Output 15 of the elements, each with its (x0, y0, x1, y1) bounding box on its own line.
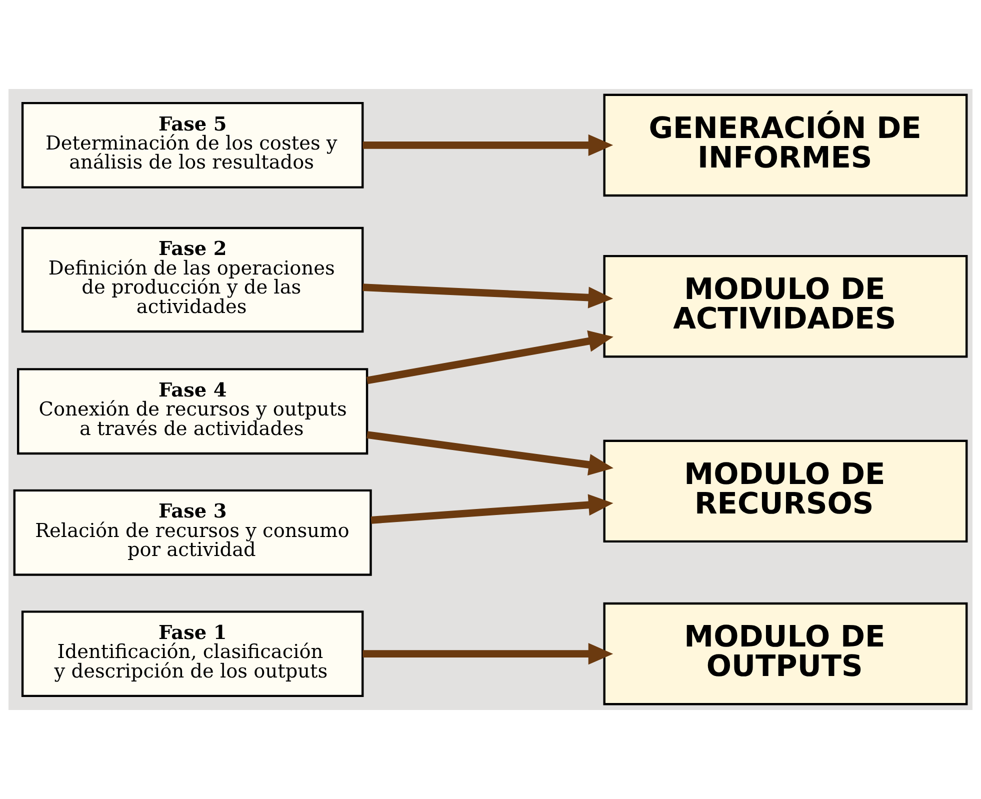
node-box: Fase 1 Identificación, clasificación y descripción de los outputs (21, 610, 364, 698)
node-box: MODULO DE RECURSOS (603, 440, 968, 543)
arrow (362, 642, 614, 665)
arrow (366, 431, 614, 476)
arrow (366, 330, 614, 384)
node-box: Fase 5 Determinación de los costes y análisis de los resultados (21, 102, 364, 188)
node-box: GENERACIÓN DE INFORMES (603, 94, 968, 197)
node-box: MODULO DE ACTIVIDADES (603, 254, 968, 358)
node-box: MODULO DE OUTPUTS (603, 602, 968, 706)
arrow (362, 284, 614, 308)
arrow (370, 494, 614, 524)
node-box: Fase 4 Conexión de recursos y outputs a través de actividades (16, 368, 368, 455)
node-box: Fase 2 Definición de las operaciones de producción y de las actividades (21, 226, 364, 333)
arrow (362, 134, 614, 156)
node-box: Fase 3 Relación de recursos y consumo por actividad (13, 489, 372, 576)
